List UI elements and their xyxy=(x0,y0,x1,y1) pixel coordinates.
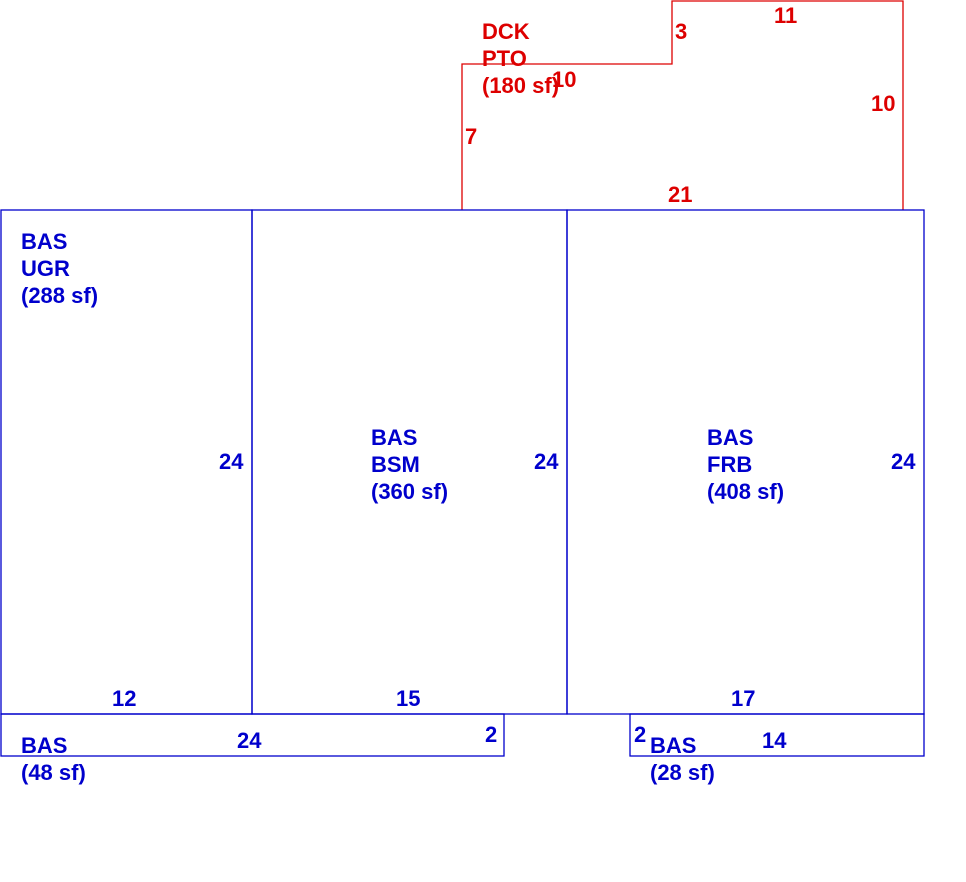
bas-frb-dim-side: 24 xyxy=(891,449,916,474)
bas-28-outline xyxy=(629,713,925,757)
dck-pto-dim-step: 3 xyxy=(675,19,687,44)
bas-ugr-dim-bottom: 12 xyxy=(112,686,136,711)
bas-48-dim-length: 24 xyxy=(237,728,262,753)
bas-48-dim-depth: 2 xyxy=(485,722,497,747)
bas-28-label: BAS (28 sf) xyxy=(650,733,715,785)
dck-pto-dim-upper: 10 xyxy=(552,67,576,92)
bas-28-dim-length: 14 xyxy=(762,728,787,753)
dck-pto-dim-top: 11 xyxy=(774,3,797,28)
dck-pto-dim-right: 10 xyxy=(871,91,895,116)
dck-pto-label: DCK PTO (180 sf) xyxy=(482,19,559,98)
dck-pto-dim-left: 7 xyxy=(465,124,477,149)
dck-pto-outline xyxy=(461,0,904,210)
bas-48-label: BAS (48 sf) xyxy=(21,733,86,785)
bas-ugr-dim-side: 24 xyxy=(219,449,244,474)
bas-ugr-label: BAS UGR (288 sf) xyxy=(21,229,98,308)
bas-bsm-dim-side: 24 xyxy=(534,449,559,474)
dck-pto-dim-bottom: 21 xyxy=(668,182,692,207)
bas-bsm-dim-bottom: 15 xyxy=(396,686,420,711)
bas-48-outline xyxy=(0,713,505,757)
bas-28-dim-depth: 2 xyxy=(634,722,646,747)
bas-frb-label: BAS FRB (408 sf) xyxy=(707,425,784,504)
bas-frb-dim-bottom: 17 xyxy=(731,686,755,711)
bas-bsm-label: BAS BSM (360 sf) xyxy=(371,425,448,504)
